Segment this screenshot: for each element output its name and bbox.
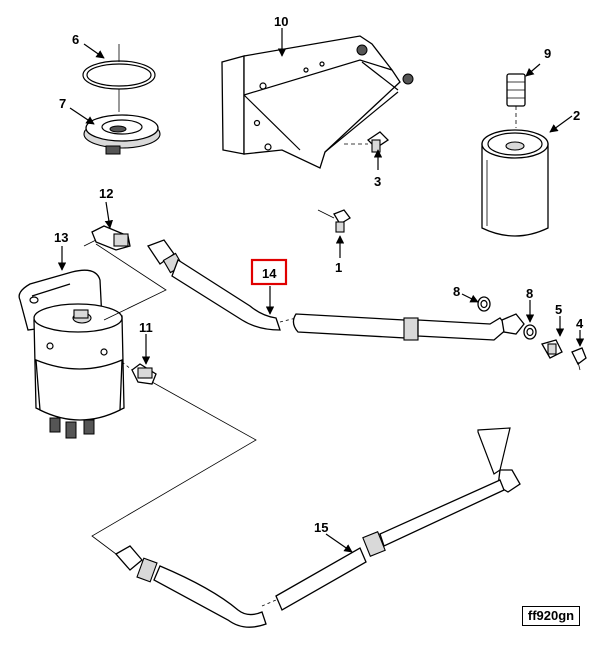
callout-7: 7 bbox=[59, 96, 66, 111]
callout-10: 10 bbox=[274, 14, 288, 29]
callout-2: 2 bbox=[573, 108, 580, 123]
callout-8a: 8 bbox=[453, 284, 460, 299]
callout-4: 4 bbox=[576, 316, 584, 331]
callout-9: 9 bbox=[544, 46, 551, 61]
callout-14-highlight-box bbox=[250, 258, 288, 286]
fuel-filter-part bbox=[481, 129, 549, 237]
callout-11: 11 bbox=[139, 320, 153, 335]
callout-8b: 8 bbox=[526, 286, 533, 301]
elbow-fitting-12-part bbox=[83, 225, 131, 251]
callout-12: 12 bbox=[99, 186, 113, 201]
callout-13: 13 bbox=[54, 230, 68, 245]
routing-lines bbox=[91, 243, 257, 555]
figure-code-label: ff920gn bbox=[522, 606, 580, 626]
banjo-fittings-part bbox=[477, 296, 587, 371]
callout-arrows bbox=[57, 28, 585, 553]
callout-1: 1 bbox=[335, 260, 342, 275]
callout-6: 6 bbox=[72, 32, 79, 47]
callout-labels: 1 2 3 4 5 6 7 8 8 9 10 11 12 13 14 15 bbox=[54, 14, 584, 535]
fitting-9-part bbox=[506, 73, 526, 128]
filter-adapter-part bbox=[83, 89, 161, 155]
hose-14-part bbox=[147, 239, 509, 341]
bolt-3-part bbox=[344, 131, 390, 153]
hose-15-part bbox=[114, 427, 521, 628]
bolt-1-part bbox=[317, 209, 351, 233]
mounting-bracket-part bbox=[221, 35, 414, 169]
filter-head-13-part bbox=[18, 269, 125, 439]
callout-14: 14 bbox=[262, 266, 277, 281]
callout-15: 15 bbox=[314, 520, 328, 535]
connector-11-part bbox=[121, 361, 157, 385]
callout-3: 3 bbox=[374, 174, 381, 189]
callout-5: 5 bbox=[555, 302, 562, 317]
